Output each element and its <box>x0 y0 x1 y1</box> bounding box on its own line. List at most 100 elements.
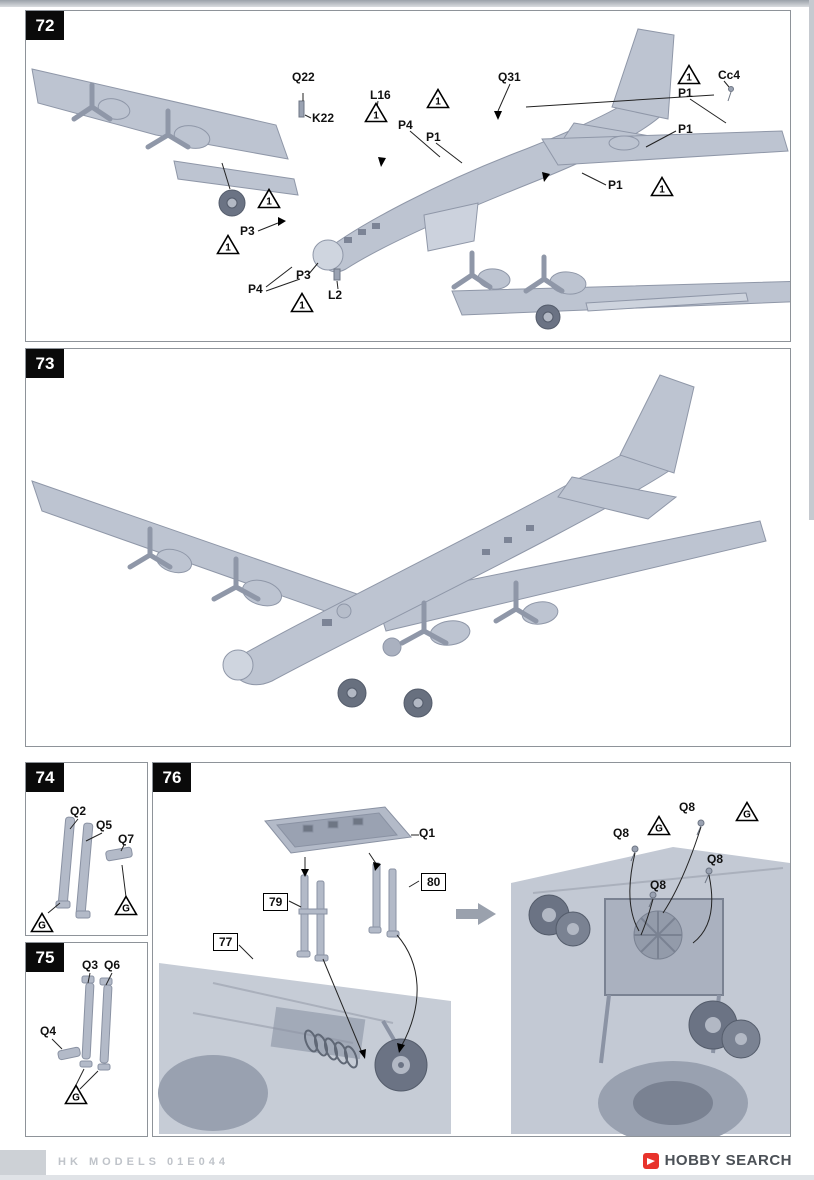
svg-text:1: 1 <box>266 197 272 208</box>
part-label-q8: Q8 <box>613 826 630 840</box>
part-label-q7: Q7 <box>118 832 135 846</box>
step-72-illustration <box>31 28 790 330</box>
caution-triangle-icon: G <box>647 815 671 836</box>
svg-text:G: G <box>743 810 751 821</box>
part-label-q3: Q3 <box>82 958 99 972</box>
scan-edge-top <box>0 0 814 7</box>
strut-parts <box>55 816 133 919</box>
leader-lines <box>221 80 730 292</box>
part-label-p4: P4 <box>248 282 263 296</box>
part-label-p3: P3 <box>296 268 311 282</box>
substep-77-box: 77 <box>213 933 239 952</box>
substep-80-box: 80 <box>421 873 447 892</box>
flex-hose-render <box>303 1029 359 1069</box>
part-label-k22: K22 <box>312 111 335 125</box>
caution-triangle-icon: G <box>114 895 138 916</box>
part-label-q4: Q4 <box>40 1024 57 1038</box>
part-label-q8: Q8 <box>650 878 667 892</box>
svg-text:1: 1 <box>373 111 379 122</box>
step-76-illustration <box>158 806 790 1136</box>
wheels <box>337 678 433 718</box>
svg-text:G: G <box>72 1093 80 1104</box>
part-label-q2: Q2 <box>70 804 87 818</box>
detail-windows <box>322 525 534 626</box>
detail-windows <box>344 223 380 243</box>
caution-triangle-icon: 1 <box>677 64 701 85</box>
scan-edge-right <box>809 0 814 520</box>
part-label-cc4: Cc4 <box>718 68 741 82</box>
step-72-panel: 72 <box>25 10 791 342</box>
step-number-badge: 75 <box>26 943 64 972</box>
strut-assembly-79 <box>296 874 329 962</box>
aircraft-render <box>31 374 767 686</box>
part-label-p1: P1 <box>678 86 693 100</box>
black-arrows <box>301 862 405 1059</box>
scan-edge-bottom <box>0 1175 814 1180</box>
part-label-p1: P1 <box>426 130 441 144</box>
black-arrows <box>278 111 550 226</box>
step-75-panel: 75 Q3 Q6 Q4 G <box>25 942 148 1137</box>
step-number-badge: 74 <box>26 763 64 792</box>
part-label-q8: Q8 <box>679 800 696 814</box>
wing-underside-render <box>158 963 451 1134</box>
caution-triangle-icon: 1 <box>364 102 388 123</box>
part-label-p1: P1 <box>608 178 623 192</box>
part-label-p1: P1 <box>678 122 693 136</box>
gear-bay-render <box>511 847 790 1136</box>
fuselage-render <box>312 28 789 273</box>
hobby-search-logo-icon <box>642 1152 659 1169</box>
caution-triangle-icon: 1 <box>216 234 240 255</box>
svg-text:1: 1 <box>435 97 441 108</box>
footer-product-code: HK MODELS 01E044 <box>58 1156 229 1168</box>
svg-text:1: 1 <box>686 73 692 84</box>
strut-parts <box>57 975 113 1071</box>
hobby-search-brand: HOBBY SEARCH <box>642 1152 792 1169</box>
step-73-illustration <box>31 374 767 718</box>
hobby-search-logo-text: HOBBY SEARCH <box>664 1152 792 1169</box>
svg-text:1: 1 <box>659 185 665 196</box>
caution-triangle-icon: 1 <box>257 188 281 209</box>
mount-tray-part <box>264 806 412 854</box>
step-74-panel: 74 Q2 Q5 Q7 G G <box>25 762 148 936</box>
small-parts <box>298 86 734 281</box>
substep-79-box: 79 <box>263 893 289 912</box>
step-number-badge: 73 <box>26 349 64 378</box>
svg-text:G: G <box>38 921 46 932</box>
svg-text:G: G <box>655 824 663 835</box>
step-75-illustration <box>51 972 113 1090</box>
propellers <box>71 82 565 294</box>
part-label-q5: Q5 <box>96 818 113 832</box>
svg-text:1: 1 <box>299 301 305 312</box>
caution-triangle-icon: 1 <box>426 88 450 109</box>
step-74-illustration <box>47 816 133 919</box>
caution-triangle-icon: 1 <box>650 176 674 197</box>
wheels <box>218 189 561 330</box>
part-label-l2: L2 <box>328 288 343 302</box>
part-label-p4: P4 <box>398 118 413 132</box>
left-wing-render <box>31 68 299 196</box>
svg-text:1: 1 <box>225 243 231 254</box>
caution-triangle-icon: 1 <box>290 292 314 313</box>
step-number-badge: 76 <box>153 763 191 792</box>
part-label-q8: Q8 <box>707 852 724 866</box>
step-73-panel: 73 <box>25 348 791 747</box>
part-label-q6: Q6 <box>104 958 121 972</box>
part-label-q31: Q31 <box>498 70 521 84</box>
caution-triangle-icon: G <box>30 912 54 933</box>
screw-parts <box>630 819 713 908</box>
transition-arrow-icon <box>456 903 496 925</box>
part-label-q22: Q22 <box>292 70 315 84</box>
part-label-p3: P3 <box>240 224 255 238</box>
part-label-l16: L16 <box>370 88 391 102</box>
leader-lines <box>47 818 127 914</box>
caution-triangle-icon: G <box>64 1084 88 1105</box>
leader-lines <box>51 972 113 1090</box>
step-number-badge: 72 <box>26 11 64 40</box>
part-label-q1: Q1 <box>419 826 436 840</box>
caution-triangle-icon: G <box>735 801 759 822</box>
svg-text:G: G <box>122 904 130 915</box>
right-wing-render <box>451 268 790 316</box>
propellers <box>127 526 539 646</box>
strut-assembly-80 <box>368 862 400 938</box>
